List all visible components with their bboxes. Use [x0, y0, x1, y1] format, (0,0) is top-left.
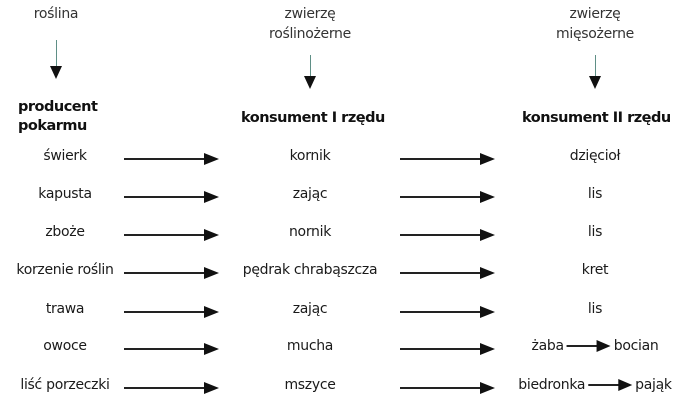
arrow-right-icon	[400, 381, 495, 395]
category-herbivore-line1: zwierzę	[284, 6, 336, 22]
category-herbivore-line2: roślinożerne	[269, 26, 351, 42]
arrow-down-head-icon	[304, 76, 316, 89]
producer-name: owoce	[43, 338, 87, 354]
consumer2-name: biedronka	[518, 377, 586, 393]
arrow-right-icon	[124, 381, 219, 395]
arrow-down-icon	[56, 40, 57, 70]
arrow-right-icon	[400, 228, 495, 242]
consumer1-name: pędrak chrabąszcza	[242, 262, 378, 278]
arrow-right-icon	[124, 152, 219, 166]
arrow-right-icon	[124, 266, 219, 280]
level-consumer-1: konsument I rzędu	[241, 110, 385, 126]
consumer1-name: mucha	[286, 338, 334, 354]
consumer2-chain: biedronka pająk	[518, 377, 672, 393]
arrow-right-icon	[400, 190, 495, 204]
arrow-right-icon	[588, 379, 633, 391]
consumer2-name: bocian	[613, 338, 659, 354]
arrow-right-icon	[400, 305, 495, 319]
producer-name: trawa	[45, 301, 85, 317]
consumer2-name: lis	[587, 224, 603, 240]
consumer2-chain: żaba bocian	[532, 338, 659, 354]
consumer2-chain: lis	[588, 186, 602, 202]
producer-name: zboże	[45, 224, 85, 240]
consumer2-chain: dzięcioł	[569, 148, 621, 164]
consumer1-name: mszyce	[284, 377, 336, 393]
level-producer-line1: producent	[18, 99, 98, 115]
consumer2-name: pająk	[635, 377, 672, 393]
category-carnivore-line2: mięsożerne	[556, 26, 634, 42]
arrow-right-icon	[124, 305, 219, 319]
arrow-right-icon	[124, 228, 219, 242]
arrow-down-icon	[310, 55, 311, 79]
arrow-down-icon	[595, 55, 596, 79]
producer-name: świerk	[43, 148, 87, 164]
producer-name: korzenie roślin	[16, 262, 114, 278]
level-producer-line2: pokarmu	[18, 118, 87, 134]
producer-name: liść porzeczki	[20, 377, 110, 393]
producer-name: kapusta	[38, 186, 92, 202]
consumer2-name: kret	[581, 262, 609, 278]
level-consumer-2: konsument II rzędu	[522, 110, 671, 126]
arrow-right-icon	[400, 342, 495, 356]
arrow-down-head-icon	[50, 66, 62, 79]
arrow-right-icon	[400, 266, 495, 280]
arrow-right-icon	[124, 190, 219, 204]
arrow-right-icon	[566, 340, 611, 352]
consumer1-name: kornik	[289, 148, 331, 164]
arrow-right-icon	[400, 152, 495, 166]
arrow-down-head-icon	[589, 76, 601, 89]
category-carnivore-line1: zwierzę	[569, 6, 621, 22]
consumer2-name: lis	[587, 186, 603, 202]
consumer1-name: zając	[292, 301, 328, 317]
category-plant: roślina	[33, 6, 79, 22]
arrow-right-icon	[124, 342, 219, 356]
consumer2-name: dzięcioł	[569, 148, 621, 164]
consumer2-name: żaba	[531, 338, 565, 354]
consumer2-chain: lis	[588, 224, 602, 240]
consumer2-name: lis	[587, 301, 603, 317]
consumer1-name: nornik	[288, 224, 332, 240]
consumer2-chain: lis	[588, 301, 602, 317]
consumer2-chain: kret	[581, 262, 609, 278]
consumer1-name: zając	[292, 186, 328, 202]
